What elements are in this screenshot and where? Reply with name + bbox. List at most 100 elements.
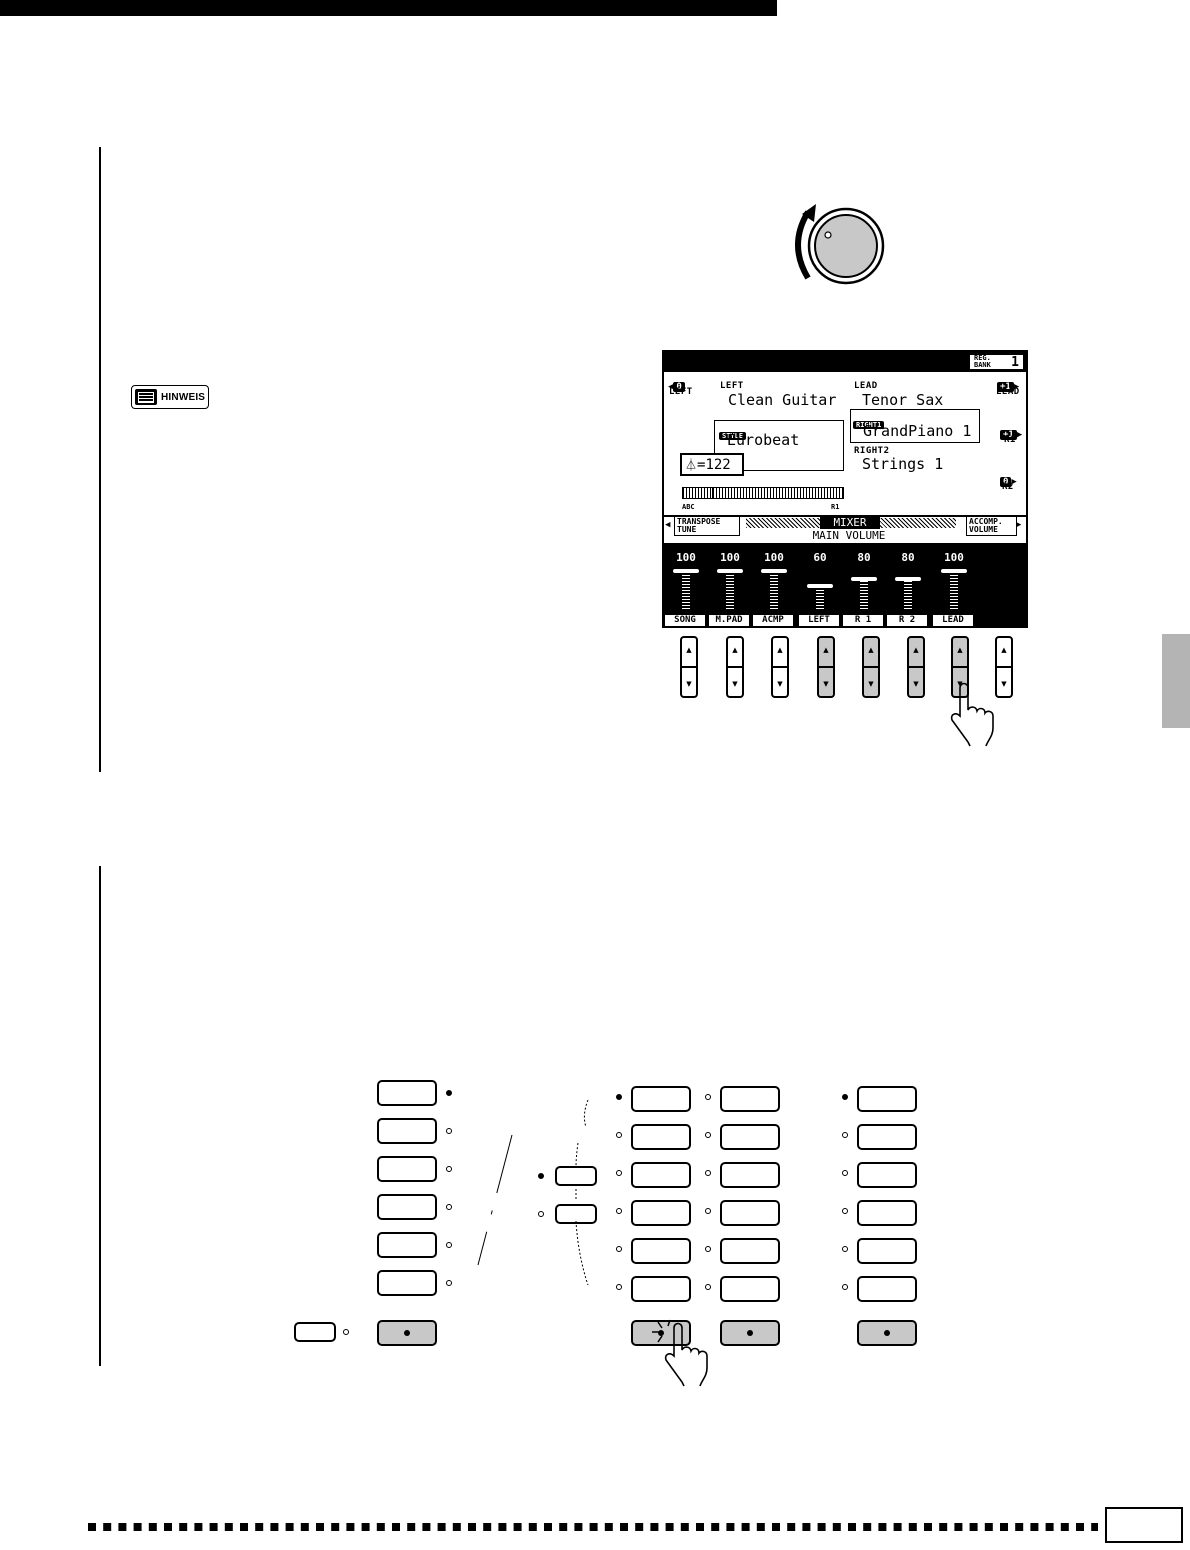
panel-gray-button-1[interactable] [377, 1320, 437, 1346]
up-arrow-icon[interactable]: ▲ [777, 646, 783, 654]
footer-dash-row [88, 1523, 1098, 1531]
left-octave-indicator[interactable]: ◀0 [668, 374, 685, 393]
lead-voice-name[interactable]: Tenor Sax [862, 391, 944, 409]
down-arrow-icon[interactable]: ▼ [777, 680, 783, 688]
r2-octave-indicator[interactable]: 0▶ [1000, 469, 1017, 488]
panel-button-c-2[interactable] [720, 1124, 780, 1150]
updown-button-8[interactable]: ▲▼ [995, 636, 1013, 698]
panel-button-a-2[interactable] [377, 1118, 437, 1144]
page-number-box [1105, 1507, 1183, 1543]
updown-button-5[interactable]: ▲▼ [862, 636, 880, 698]
mixer-title: MIXER [820, 516, 880, 529]
footer-dash [224, 1523, 233, 1531]
mixer-fader-cap[interactable] [895, 576, 921, 581]
panel-led-d-5 [842, 1246, 848, 1252]
accomp-volume-menu[interactable]: ACCOMP. VOLUME [966, 516, 1017, 536]
up-arrow-icon[interactable]: ▲ [868, 646, 874, 654]
footer-dash [376, 1523, 385, 1531]
mixer-fader-cap[interactable] [717, 569, 743, 573]
up-arrow-icon[interactable]: ▲ [957, 646, 963, 654]
mixer-fader-cap[interactable] [851, 576, 877, 581]
mixer-fader-cap[interactable] [761, 569, 787, 573]
down-arrow-icon[interactable]: ▼ [1001, 680, 1007, 688]
footer-dash [513, 1523, 522, 1531]
r1-octave-indicator[interactable]: +1▶ [1000, 422, 1022, 441]
updown-button-7[interactable]: ▲▼ [951, 636, 969, 698]
down-arrow-icon[interactable]: ▼ [732, 680, 738, 688]
down-arrow-icon[interactable]: ▼ [957, 680, 963, 688]
panel-button-b-1[interactable] [631, 1086, 691, 1112]
up-arrow-icon[interactable]: ▲ [732, 646, 738, 654]
pointing-hand-icon [950, 682, 994, 747]
left-voice-name[interactable]: Clean Guitar [728, 391, 837, 409]
mixer-value-1: 100 [720, 551, 740, 564]
panel-led-a-2 [446, 1128, 452, 1134]
mixer-fader-cap[interactable] [941, 569, 967, 573]
mixer-value-3: 60 [813, 551, 827, 564]
updown-button-6[interactable]: ▲▼ [907, 636, 925, 698]
footer-dash [817, 1523, 826, 1531]
style-box[interactable]: STYLE Eurobeat [714, 420, 844, 471]
updown-button-2[interactable]: ▲▼ [726, 636, 744, 698]
panel-button-b-5[interactable] [631, 1238, 691, 1264]
panel-button-b-2[interactable] [631, 1124, 691, 1150]
panel-button-b-4[interactable] [631, 1200, 691, 1226]
down-arrow-icon[interactable]: ▼ [823, 680, 829, 688]
up-arrow-icon[interactable]: ▲ [823, 646, 829, 654]
lead-octave-indicator[interactable]: +1▶ [997, 374, 1019, 393]
mixer-subtitle: MAIN VOLUME [812, 529, 886, 542]
footer-dash [346, 1523, 355, 1531]
footer-dash [437, 1523, 446, 1531]
up-arrow-icon[interactable]: ▲ [686, 646, 692, 654]
updown-button-3[interactable]: ▲▼ [771, 636, 789, 698]
panel-button-d-2[interactable] [857, 1124, 917, 1150]
mixer-fader-cap[interactable] [673, 569, 699, 573]
down-arrow-icon[interactable]: ▼ [913, 680, 919, 688]
data-dial-icon[interactable] [780, 200, 890, 290]
mixer-fader-cap[interactable] [807, 584, 833, 589]
transpose-menu[interactable]: TRANSPOSE TUNE [674, 516, 740, 536]
panel-button-d-6[interactable] [857, 1276, 917, 1302]
footer-dash [316, 1523, 324, 1531]
panel-button-b-6[interactable] [631, 1276, 691, 1302]
panel-button-d-5[interactable] [857, 1238, 917, 1264]
panel-button-a-6[interactable] [377, 1270, 437, 1296]
panel-button-a-3[interactable] [377, 1156, 437, 1182]
panel-led-a-6 [446, 1280, 452, 1286]
footer-dash [969, 1523, 978, 1531]
panel-button-d-3[interactable] [857, 1162, 917, 1188]
left-side-label: LEFT [669, 387, 693, 397]
panel-gray-button-4[interactable] [857, 1320, 917, 1346]
panel-button-bottom-small[interactable] [294, 1322, 336, 1342]
panel-button-c-6[interactable] [720, 1276, 780, 1302]
lead-octave-value: +1 [997, 382, 1014, 392]
panel-button-c-5[interactable] [720, 1238, 780, 1264]
panel-led-d-6 [842, 1284, 848, 1290]
panel-button-a-1[interactable] [377, 1080, 437, 1106]
panel-led-a-3 [446, 1166, 452, 1172]
updown-button-1[interactable]: ▲▼ [680, 636, 698, 698]
footer-dash [331, 1523, 340, 1531]
up-arrow-icon[interactable]: ▲ [1001, 646, 1007, 654]
panel-led-c-1 [705, 1094, 711, 1100]
panel-button-a-4[interactable] [377, 1194, 437, 1220]
panel-button-d-4[interactable] [857, 1200, 917, 1226]
panel-button-c-3[interactable] [720, 1162, 780, 1188]
panel-button-a-5[interactable] [377, 1232, 437, 1258]
panel-button-c-4[interactable] [720, 1200, 780, 1226]
updown-button-4[interactable]: ▲▼ [817, 636, 835, 698]
lead-part-label: LEAD [854, 381, 878, 391]
panel-button-b-3[interactable] [631, 1162, 691, 1188]
up-arrow-icon[interactable]: ▲ [913, 646, 919, 654]
panel-button-d-1[interactable] [857, 1086, 917, 1112]
tempo-box[interactable]: ⏃ =122 [680, 453, 744, 476]
kb-label-abc: ABC [682, 503, 695, 511]
right1-box[interactable]: RIGHT1 GrandPiano 1 [850, 409, 980, 443]
panel-gray-button-3[interactable] [720, 1320, 780, 1346]
down-arrow-icon[interactable]: ▼ [868, 680, 874, 688]
footer-dash [802, 1523, 811, 1531]
down-arrow-icon[interactable]: ▼ [686, 680, 692, 688]
mixer-channel-label: LEAD [933, 615, 973, 626]
panel-button-c-1[interactable] [720, 1086, 780, 1112]
right2-voice-name[interactable]: Strings 1 [862, 455, 944, 473]
